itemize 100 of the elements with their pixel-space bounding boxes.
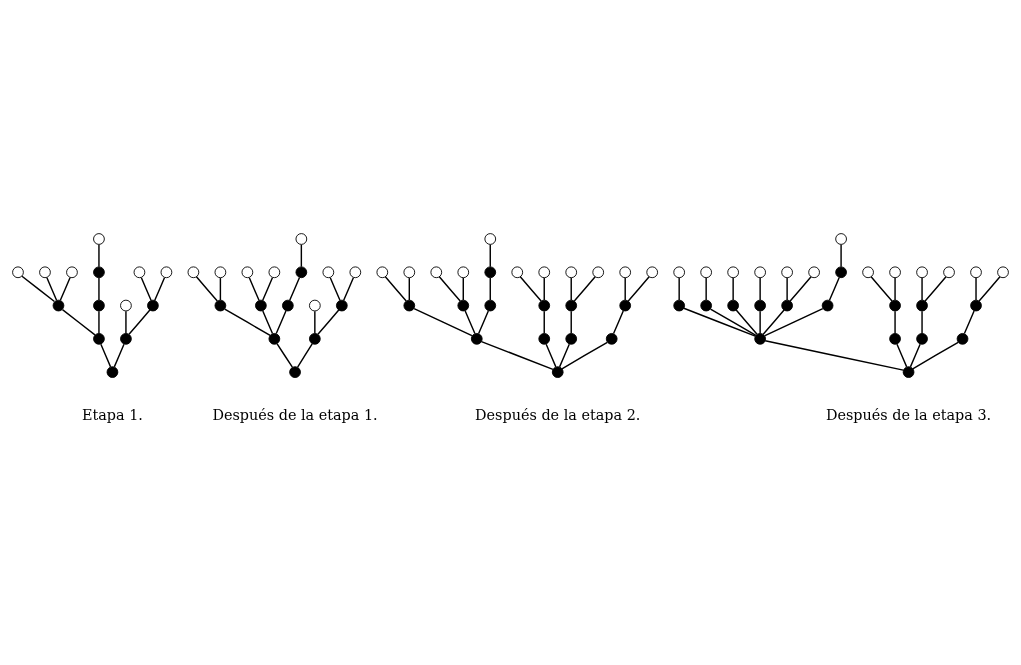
connector	[570, 276, 572, 301]
connector	[98, 243, 100, 267]
node-dot	[295, 265, 308, 278]
node-circle	[808, 265, 820, 278]
node-dot	[565, 299, 578, 311]
node-circle	[241, 265, 254, 278]
connector	[558, 343, 570, 368]
node-dot	[916, 299, 928, 311]
node-circle	[538, 265, 551, 278]
node-dot	[147, 299, 159, 311]
node-circle	[754, 265, 766, 278]
connector	[870, 275, 893, 302]
node-circle	[12, 265, 24, 278]
connector	[195, 275, 218, 302]
node-circle	[862, 265, 874, 278]
node-circle	[889, 265, 901, 278]
connector	[612, 309, 624, 334]
node-dot	[821, 299, 834, 311]
node-dot	[457, 299, 470, 311]
connector	[909, 343, 921, 368]
connector	[98, 310, 100, 334]
node-circle	[309, 299, 321, 311]
node-circle	[970, 265, 982, 278]
connector	[789, 275, 812, 302]
node-dot	[336, 299, 348, 311]
node-circle	[592, 265, 605, 278]
node-dot	[565, 332, 578, 345]
connector	[317, 308, 340, 335]
connector	[276, 342, 294, 368]
node-dot	[214, 299, 227, 311]
node-circle	[39, 265, 51, 278]
connector	[912, 341, 959, 369]
node-dot	[970, 299, 982, 311]
connector	[894, 310, 896, 334]
node-dot	[289, 365, 301, 378]
node-circle	[781, 265, 793, 278]
connector	[759, 310, 761, 334]
connector	[113, 343, 125, 368]
connector	[921, 310, 923, 334]
node-circle	[322, 265, 335, 278]
connector	[963, 309, 975, 334]
node-dot	[673, 299, 686, 311]
connector	[543, 276, 545, 301]
connector	[413, 307, 473, 336]
node-circle	[943, 265, 955, 278]
node-circle	[93, 232, 105, 245]
node-dot	[538, 332, 551, 345]
label: Etapa 1.	[81, 406, 143, 423]
node-dot	[902, 365, 915, 378]
label: Después de la etapa 1.	[212, 406, 378, 423]
connector	[561, 341, 609, 369]
node-dot	[93, 332, 105, 345]
node-dot	[93, 265, 105, 278]
connector	[921, 276, 923, 301]
node-dot	[309, 332, 321, 345]
node-dot	[93, 299, 105, 311]
node-dot	[255, 299, 267, 311]
node-circle	[457, 265, 470, 278]
connector	[61, 308, 96, 336]
connector	[764, 307, 824, 336]
node-dot	[956, 332, 969, 345]
node-circle	[120, 299, 132, 311]
node-circle	[700, 265, 712, 278]
connector	[140, 276, 152, 301]
connector	[627, 275, 650, 302]
connector	[314, 310, 316, 334]
node-circle	[376, 265, 389, 278]
node-circle	[511, 265, 524, 278]
connector	[975, 276, 977, 301]
node-circle	[403, 265, 416, 278]
connector	[480, 340, 554, 370]
connector	[545, 343, 557, 368]
connector	[219, 276, 222, 301]
connector	[840, 243, 842, 267]
node-dot	[619, 299, 632, 311]
connector	[275, 309, 287, 334]
connector	[464, 309, 476, 334]
connector	[894, 276, 896, 301]
connector	[759, 276, 761, 301]
node-circle	[565, 265, 578, 278]
connector	[764, 339, 904, 371]
connector	[978, 275, 1001, 302]
node-dot	[484, 299, 497, 311]
connector	[828, 276, 840, 301]
node-dot	[700, 299, 712, 311]
label: Después de la etapa 2.	[475, 406, 641, 423]
node-dot	[916, 332, 928, 345]
connector	[262, 309, 274, 334]
connector	[289, 276, 301, 301]
connector	[489, 276, 491, 301]
node-dot	[120, 332, 132, 345]
connector	[519, 275, 542, 302]
node-dot	[52, 299, 65, 311]
connector	[732, 276, 734, 301]
connector	[59, 276, 71, 301]
connector	[573, 275, 596, 302]
node-dot	[106, 365, 119, 378]
connector	[543, 310, 545, 334]
connector	[735, 308, 758, 335]
node-dot	[781, 299, 793, 311]
